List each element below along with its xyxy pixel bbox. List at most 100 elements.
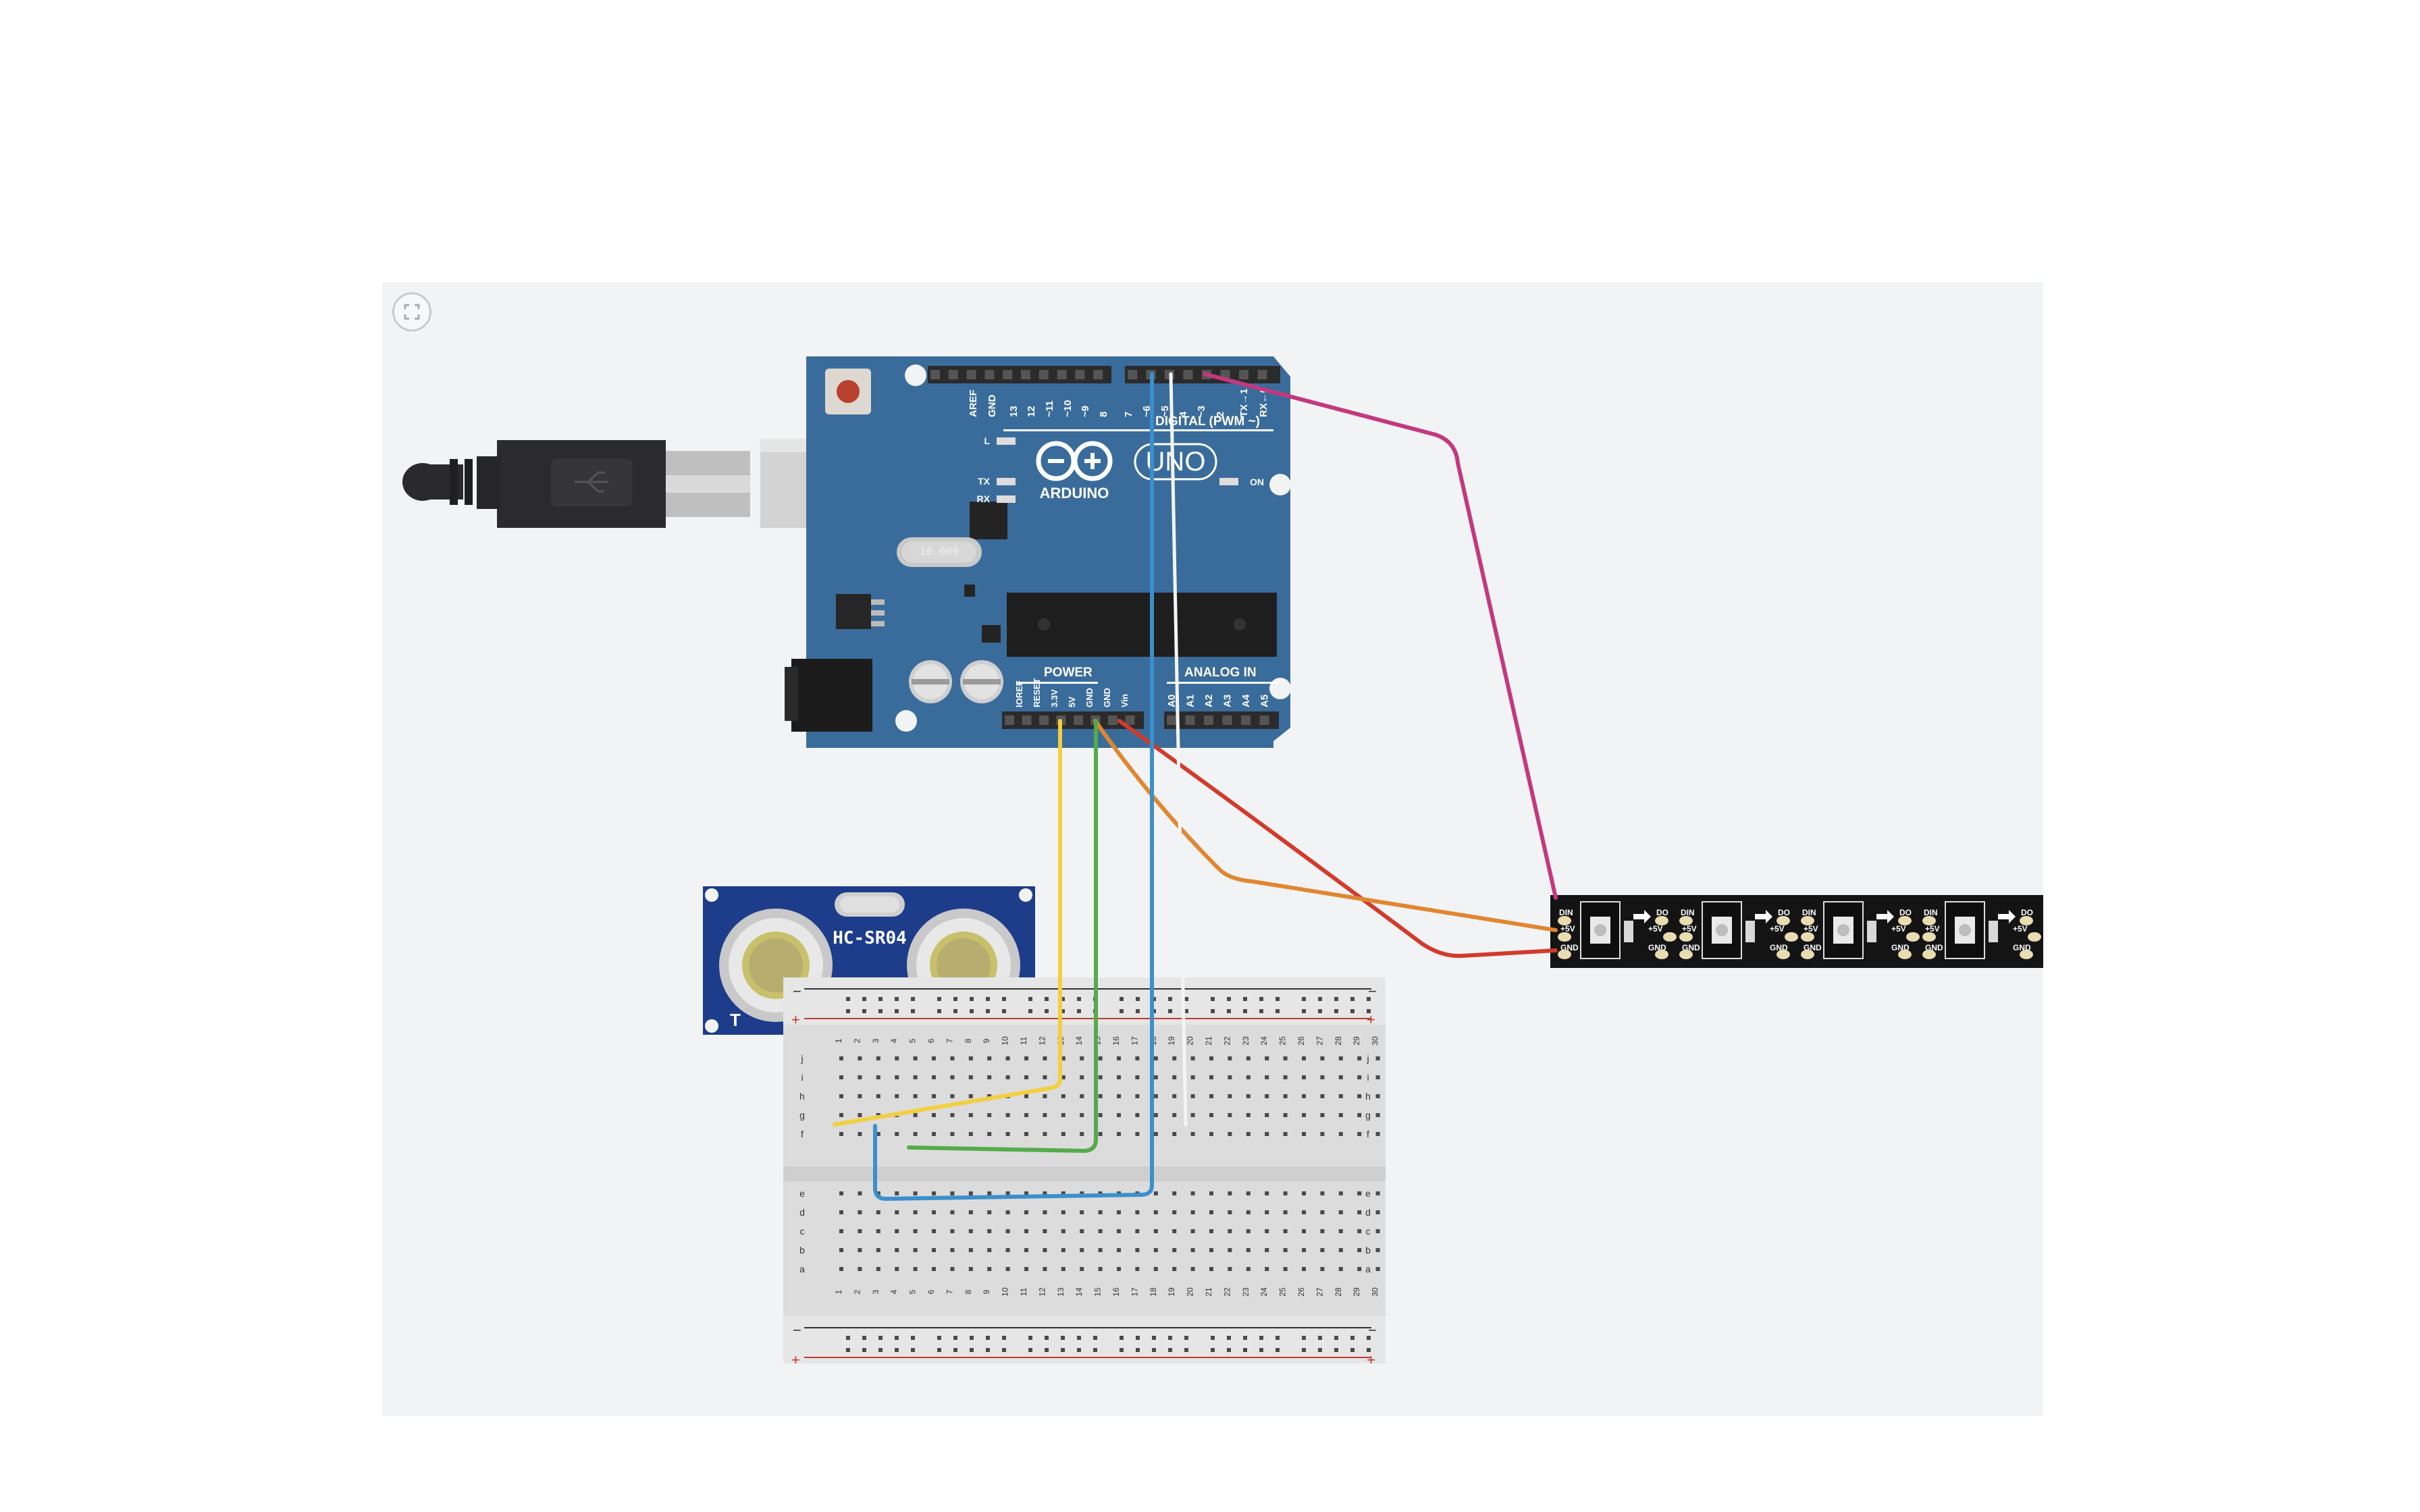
atmega-chip xyxy=(1007,593,1277,657)
column-number: 21 xyxy=(1204,1287,1213,1297)
dc-power-jack xyxy=(791,659,872,732)
led-l-label: L xyxy=(984,435,990,446)
column-number: 24 xyxy=(1259,1287,1269,1297)
column-number: 7 xyxy=(945,1038,954,1043)
arduino-logo-icon xyxy=(1036,441,1113,481)
wires[interactable] xyxy=(833,372,1558,1202)
row-letter: f xyxy=(1367,1129,1369,1139)
strip-pad-label: DO xyxy=(1656,908,1668,917)
digital-pin-label: 2 xyxy=(1215,412,1226,417)
column-number: 6 xyxy=(926,1038,936,1043)
strip-pad-label: DIN xyxy=(1681,908,1695,917)
rail-plus-top-right: + xyxy=(1367,1011,1375,1028)
column-number: 3 xyxy=(871,1038,880,1043)
digital-pin-label: AREF xyxy=(968,389,979,417)
column-number: 25 xyxy=(1278,1287,1288,1297)
wire-blue[interactable] xyxy=(873,372,1154,1202)
row-letter: j xyxy=(800,1053,803,1064)
column-number: 16 xyxy=(1111,1287,1121,1297)
digital-pin-label: 8 xyxy=(1098,412,1109,417)
column-number: 26 xyxy=(1296,1036,1306,1046)
column-number: 26 xyxy=(1296,1287,1306,1297)
column-number: 2 xyxy=(852,1038,862,1043)
column-number: 8 xyxy=(964,1289,973,1294)
column-number: 2 xyxy=(852,1289,862,1294)
column-number: 10 xyxy=(1001,1036,1010,1046)
rail-minus-bottom-right: − xyxy=(1368,1322,1377,1339)
column-number: 15 xyxy=(1093,1287,1103,1297)
row-letter: i xyxy=(1367,1072,1369,1083)
expand-icon xyxy=(404,304,420,320)
column-number: 27 xyxy=(1315,1036,1324,1046)
wire-orange[interactable] xyxy=(1093,719,1558,932)
column-number: 30 xyxy=(1371,1036,1380,1046)
strip-pad-label: DIN xyxy=(1559,908,1573,917)
row-letter: e xyxy=(799,1188,805,1199)
arduino-model-label: UNO xyxy=(1146,447,1206,477)
wire-red[interactable] xyxy=(1117,719,1558,959)
led-rx xyxy=(997,495,1016,503)
circuit-canvas[interactable]: ARDUINO UNO 16.000 L TX RX ON DIGITAL (P… xyxy=(382,282,2043,1416)
column-number: 5 xyxy=(908,1038,918,1043)
sensor-model-label: HC-SR04 xyxy=(833,928,907,948)
row-letter: d xyxy=(1365,1207,1371,1218)
arrow-right-icon xyxy=(1998,910,2016,923)
column-number: 20 xyxy=(1186,1036,1195,1046)
column-number: 28 xyxy=(1334,1036,1343,1046)
breadboard[interactable]: − − + + − − + + 112233445566778899101011… xyxy=(783,977,1386,1368)
column-number: 19 xyxy=(1167,1287,1176,1297)
digital-pin-label: 12 xyxy=(1026,406,1037,417)
arduino-uno-board[interactable]: ARDUINO UNO 16.000 L TX RX ON DIGITAL (P… xyxy=(785,356,1291,748)
column-number: 9 xyxy=(982,1289,991,1294)
rail-minus-bottom-left: − xyxy=(793,1322,801,1339)
analog-pin-label: A3 xyxy=(1222,695,1234,707)
transmitter-mark: T xyxy=(730,1010,741,1030)
power-pin-label: GND xyxy=(1084,688,1095,707)
led-on xyxy=(1219,478,1238,485)
strip-pad-label: +5V xyxy=(2013,924,2028,934)
row-letter: i xyxy=(801,1072,803,1083)
rail-plus-top-left: + xyxy=(791,1011,800,1028)
strip-pad-label: +5V xyxy=(1925,924,1940,934)
column-number: 10 xyxy=(1001,1287,1010,1297)
column-number: 29 xyxy=(1352,1036,1361,1046)
column-number: 21 xyxy=(1204,1036,1213,1046)
column-number: 14 xyxy=(1074,1036,1084,1046)
strip-pad-label: DIN xyxy=(1924,908,1938,917)
wire-white[interactable] xyxy=(1169,372,1188,1127)
digital-pin-label: ~9 xyxy=(1080,406,1091,417)
row-letter: g xyxy=(799,1110,805,1120)
digital-pin-label: TX→1 xyxy=(1238,388,1250,417)
power-pin-label: Vin xyxy=(1120,694,1130,707)
hc-sr04-sensor[interactable]: HC-SR04 T R VccTrigEchoGnd xyxy=(703,886,1035,1062)
analog-pin-label: A2 xyxy=(1203,695,1215,707)
row-letter: a xyxy=(1365,1264,1371,1274)
strip-pad-label: +5V xyxy=(1682,924,1697,934)
strip-pad-label: DO xyxy=(1899,908,1912,917)
wire-green[interactable] xyxy=(907,719,1098,1154)
column-number: 29 xyxy=(1352,1287,1361,1297)
wire-yellow[interactable] xyxy=(833,719,1062,1127)
column-number: 12 xyxy=(1037,1287,1047,1297)
fit-view-button[interactable] xyxy=(392,292,431,331)
crystal-label: 16.000 xyxy=(920,545,959,558)
strip-pad-label: +5V xyxy=(1891,924,1906,934)
row-letter: e xyxy=(1365,1188,1371,1199)
rail-minus-top-right: − xyxy=(1368,983,1377,1000)
column-number: 7 xyxy=(945,1289,954,1294)
row-letter: j xyxy=(1366,1053,1369,1064)
column-number: 17 xyxy=(1130,1287,1139,1297)
wire-magenta[interactable] xyxy=(1203,372,1558,900)
column-number: 16 xyxy=(1111,1036,1121,1046)
column-number: 13 xyxy=(1056,1287,1066,1297)
digital-pin-label: 13 xyxy=(1008,406,1020,417)
rail-minus-top-left: − xyxy=(793,983,801,1000)
row-letter: a xyxy=(799,1264,805,1274)
digital-pin-label: ~6 xyxy=(1141,406,1153,417)
led-l xyxy=(997,437,1016,445)
